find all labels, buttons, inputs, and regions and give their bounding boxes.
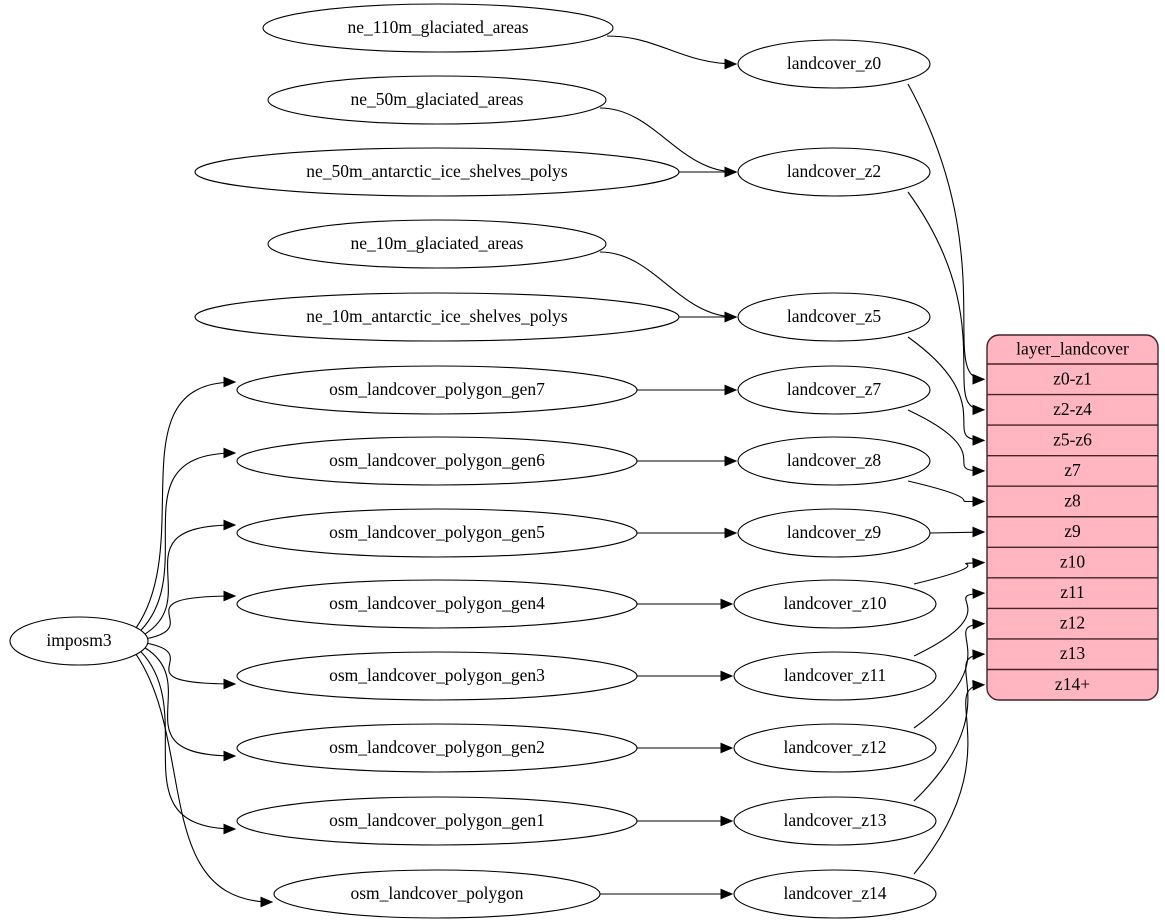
node-label: landcover_z14 bbox=[783, 883, 886, 903]
zoom-view-ellipse[interactable] bbox=[733, 796, 937, 846]
table-header-label: layer_landcover bbox=[1016, 339, 1129, 359]
table-row-z10[interactable]: z10 bbox=[1060, 552, 1086, 572]
node-label: ne_10m_antarctic_ice_shelves_polys bbox=[306, 306, 568, 326]
node-landcover_z7[interactable]: landcover_z7 bbox=[737, 365, 931, 415]
node-ne_10m_glaciated_areas[interactable]: ne_10m_glaciated_areas bbox=[267, 219, 607, 269]
source-table-ellipse[interactable] bbox=[262, 3, 614, 53]
node-label: landcover_z7 bbox=[787, 379, 882, 399]
node-ne_50m_glaciated_areas[interactable]: ne_50m_glaciated_areas bbox=[267, 75, 607, 125]
table-row-z12[interactable]: z12 bbox=[1060, 613, 1085, 633]
node-osm_landcover_polygon_gen4[interactable]: osm_landcover_polygon_gen4 bbox=[236, 579, 638, 629]
zoom-view-ellipse[interactable] bbox=[733, 579, 937, 629]
node-landcover_z2[interactable]: landcover_z2 bbox=[737, 147, 931, 197]
table-row-z0-z1[interactable]: z0-z1 bbox=[1053, 368, 1092, 388]
node-label: landcover_z0 bbox=[787, 53, 882, 73]
node-label: osm_landcover_polygon_gen4 bbox=[329, 593, 545, 613]
node-label: osm_landcover_polygon bbox=[350, 883, 523, 903]
source-table-ellipse[interactable] bbox=[236, 796, 638, 846]
table-row-z14+[interactable]: z14+ bbox=[1055, 674, 1090, 694]
node-label: ne_50m_antarctic_ice_shelves_polys bbox=[306, 161, 568, 181]
node-layer: imposm3 ne_110m_glaciated_areas ne_50m_gla… bbox=[9, 3, 937, 919]
node-landcover_z5[interactable]: landcover_z5 bbox=[737, 292, 931, 342]
node-landcover_z12[interactable]: landcover_z12 bbox=[733, 723, 937, 773]
source-table-ellipse[interactable] bbox=[236, 508, 638, 558]
node-label: osm_landcover_polygon_gen3 bbox=[329, 665, 545, 685]
node-label: landcover_z8 bbox=[787, 450, 882, 470]
zoom-view-ellipse[interactable] bbox=[737, 436, 931, 486]
source-table-ellipse[interactable] bbox=[273, 869, 601, 919]
source-table-ellipse[interactable] bbox=[267, 219, 607, 269]
zoom-view-ellipse[interactable] bbox=[737, 39, 931, 89]
source-ellipse[interactable] bbox=[9, 616, 149, 666]
node-label: imposm3 bbox=[46, 630, 111, 650]
zoom-view-ellipse[interactable] bbox=[737, 508, 931, 558]
zoom-view-ellipse[interactable] bbox=[733, 869, 937, 919]
zoom-view-ellipse[interactable] bbox=[737, 365, 931, 415]
node-label: landcover_z12 bbox=[783, 737, 886, 757]
node-landcover_z0[interactable]: landcover_z0 bbox=[737, 39, 931, 89]
node-osm_landcover_polygon_gen6[interactable]: osm_landcover_polygon_gen6 bbox=[236, 436, 638, 486]
node-label: landcover_z13 bbox=[783, 810, 886, 830]
edge-layer bbox=[135, 35, 986, 908]
node-landcover_z13[interactable]: landcover_z13 bbox=[733, 796, 937, 846]
node-label: ne_50m_glaciated_areas bbox=[351, 89, 524, 109]
table-row-z8[interactable]: z8 bbox=[1064, 490, 1081, 510]
node-landcover_z8[interactable]: landcover_z8 bbox=[737, 436, 931, 486]
node-imposm3[interactable]: imposm3 bbox=[9, 616, 149, 666]
node-label: landcover_z10 bbox=[783, 593, 886, 613]
node-label: osm_landcover_polygon_gen2 bbox=[329, 737, 545, 757]
table-row-z9[interactable]: z9 bbox=[1064, 521, 1081, 541]
table-row-z5-z6[interactable]: z5-z6 bbox=[1053, 429, 1092, 449]
node-landcover_z9[interactable]: landcover_z9 bbox=[737, 508, 931, 558]
source-table-ellipse[interactable] bbox=[194, 147, 680, 197]
node-landcover_z11[interactable]: landcover_z11 bbox=[733, 651, 937, 701]
node-label: osm_landcover_polygon_gen5 bbox=[329, 522, 545, 542]
source-table-ellipse[interactable] bbox=[236, 579, 638, 629]
node-label: osm_landcover_polygon_gen6 bbox=[329, 450, 545, 470]
node-landcover_z10[interactable]: landcover_z10 bbox=[733, 579, 937, 629]
node-osm_landcover_polygon_gen2[interactable]: osm_landcover_polygon_gen2 bbox=[236, 723, 638, 773]
node-ne_110m_glaciated_areas[interactable]: ne_110m_glaciated_areas bbox=[262, 3, 614, 53]
node-osm_landcover_polygon_gen3[interactable]: osm_landcover_polygon_gen3 bbox=[236, 651, 638, 701]
node-osm_landcover_polygon_gen1[interactable]: osm_landcover_polygon_gen1 bbox=[236, 796, 638, 846]
node-label: osm_landcover_polygon_gen1 bbox=[329, 810, 545, 830]
zoom-view-ellipse[interactable] bbox=[737, 147, 931, 197]
zoom-view-ellipse[interactable] bbox=[733, 651, 937, 701]
layer-landcover-table[interactable]: layer_landcover z0-z1 z2-z4 z5-z6 z7 z8 z9 z10 z… bbox=[986, 334, 1159, 701]
node-label: landcover_z9 bbox=[787, 522, 882, 542]
zoom-view-ellipse[interactable] bbox=[737, 292, 931, 342]
zoom-view-ellipse[interactable] bbox=[733, 723, 937, 773]
node-ne_50m_antarctic_ice_shelves_polys[interactable]: ne_50m_antarctic_ice_shelves_polys bbox=[194, 147, 680, 197]
source-table-ellipse[interactable] bbox=[194, 292, 680, 342]
table-row-z7[interactable]: z7 bbox=[1064, 460, 1081, 480]
node-osm_landcover_polygon_gen7[interactable]: osm_landcover_polygon_gen7 bbox=[236, 365, 638, 415]
node-landcover_z14[interactable]: landcover_z14 bbox=[733, 869, 937, 919]
table-row-z13[interactable]: z13 bbox=[1060, 643, 1086, 663]
node-ne_10m_antarctic_ice_shelves_polys[interactable]: ne_10m_antarctic_ice_shelves_polys bbox=[194, 292, 680, 342]
layer-table-node: layer_landcover z0-z1 z2-z4 z5-z6 z7 z8 z9 z10 z… bbox=[986, 334, 1159, 701]
node-label: osm_landcover_polygon_gen7 bbox=[329, 379, 545, 399]
node-label: landcover_z5 bbox=[787, 306, 882, 326]
source-table-ellipse[interactable] bbox=[236, 651, 638, 701]
node-label: ne_110m_glaciated_areas bbox=[347, 17, 528, 37]
source-table-ellipse[interactable] bbox=[236, 436, 638, 486]
node-label: ne_10m_glaciated_areas bbox=[351, 233, 524, 253]
table-row-z2-z4[interactable]: z2-z4 bbox=[1053, 399, 1092, 419]
node-osm_landcover_polygon[interactable]: osm_landcover_polygon bbox=[273, 869, 601, 919]
source-table-ellipse[interactable] bbox=[236, 723, 638, 773]
node-label: landcover_z2 bbox=[787, 161, 881, 181]
source-table-ellipse[interactable] bbox=[236, 365, 638, 415]
node-osm_landcover_polygon_gen5[interactable]: osm_landcover_polygon_gen5 bbox=[236, 508, 638, 558]
table-row-z11[interactable]: z11 bbox=[1060, 582, 1085, 602]
source-table-ellipse[interactable] bbox=[267, 75, 607, 125]
node-label: landcover_z11 bbox=[784, 665, 886, 685]
